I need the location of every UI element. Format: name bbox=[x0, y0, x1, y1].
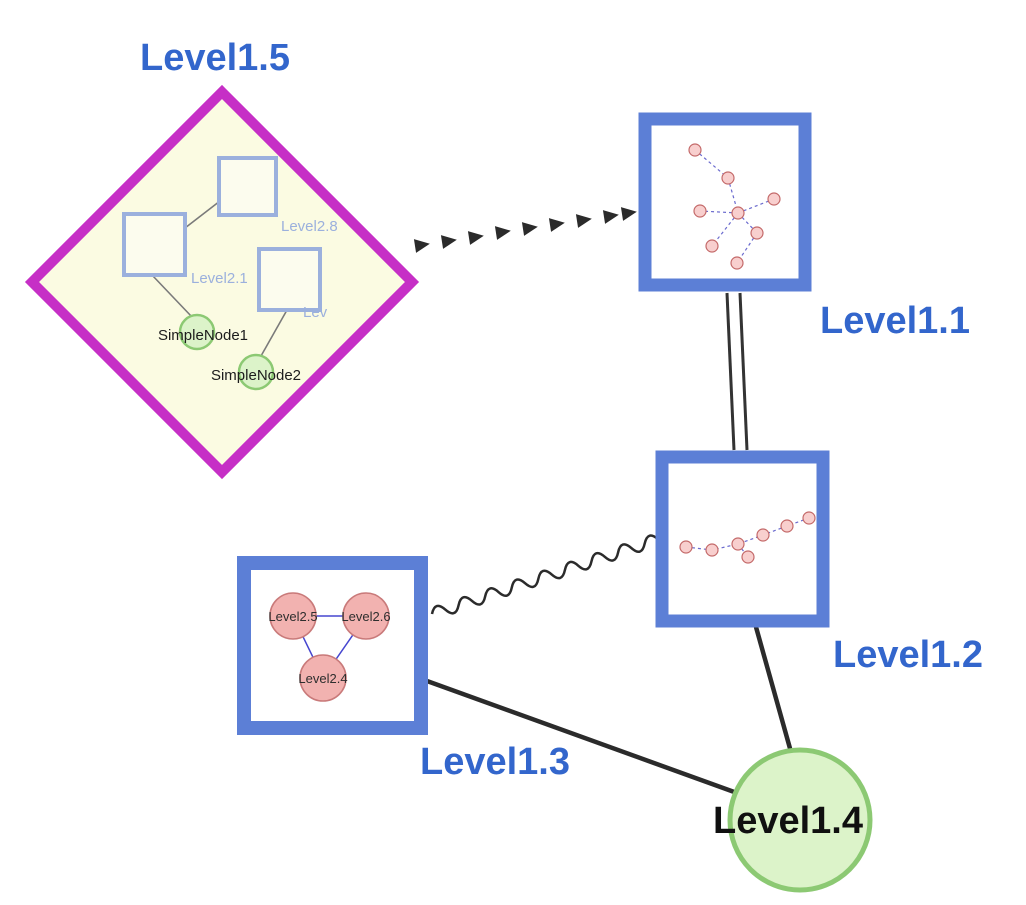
node-level1-1-label: Level1.1 bbox=[820, 300, 970, 342]
node-level2-6[interactable] bbox=[342, 592, 390, 640]
edge-level12-level14[interactable] bbox=[753, 626, 794, 753]
node-lev-label: Lev bbox=[303, 304, 328, 321]
mini-node[interactable] bbox=[741, 550, 755, 564]
level1-3-subgraph: Level2.5 Level2.6 Level2.4 bbox=[268, 592, 391, 702]
level1-2-frame[interactable] bbox=[655, 450, 830, 628]
mini-node[interactable] bbox=[780, 519, 794, 533]
node-level2-4-label: Level2.4 bbox=[298, 671, 347, 686]
node-level1-4[interactable]: Level1.4 bbox=[713, 747, 873, 893]
edge-lev-simplenode2[interactable] bbox=[260, 309, 288, 357]
node-level2-8[interactable] bbox=[217, 156, 278, 217]
node-level1-3[interactable]: Level2.5 Level2.6 Level2.4 bbox=[237, 556, 428, 735]
node-level1-2-label: Level1.2 bbox=[833, 634, 983, 676]
mini-node[interactable] bbox=[767, 192, 781, 206]
node-level1-3-label: Level1.3 bbox=[420, 741, 570, 783]
mini-node[interactable] bbox=[750, 226, 764, 240]
mini-node[interactable] bbox=[705, 543, 719, 557]
level1-3-subgraph-edges bbox=[291, 615, 368, 680]
mini-node[interactable] bbox=[688, 143, 702, 157]
mini-node[interactable] bbox=[802, 511, 816, 525]
level1-2-subgraph bbox=[679, 511, 816, 564]
node-level2-8-label: Level2.8 bbox=[281, 218, 338, 235]
node-level1-5[interactable]: Level2.8 Level2.1 Lev SimpleNode1 Simple… bbox=[24, 84, 420, 480]
node-level2-4[interactable] bbox=[299, 654, 347, 702]
node-simplenode1-label: SimpleNode1 bbox=[158, 327, 248, 344]
node-simplenode1[interactable] bbox=[178, 313, 216, 351]
mini-node[interactable] bbox=[731, 206, 745, 220]
mini-node[interactable] bbox=[721, 171, 735, 185]
edge-level15-level11[interactable] bbox=[413, 204, 638, 253]
node-lev[interactable] bbox=[257, 247, 322, 312]
mini-node[interactable] bbox=[705, 239, 719, 253]
node-simplenode2-label: SimpleNode2 bbox=[211, 367, 301, 384]
edge-level13-level14[interactable] bbox=[426, 678, 738, 796]
mini-node[interactable] bbox=[756, 528, 770, 542]
node-level2-1[interactable] bbox=[122, 212, 187, 277]
node-level2-5-label: Level2.5 bbox=[268, 609, 317, 624]
node-simplenode2[interactable] bbox=[237, 353, 275, 391]
edge-level11-level12[interactable] bbox=[725, 292, 749, 451]
edge-level2-1-simplenode1[interactable] bbox=[151, 274, 193, 318]
level1-3-frame[interactable] bbox=[237, 556, 428, 735]
level1-1-subgraph-edges bbox=[694, 149, 775, 264]
diamond-shape[interactable] bbox=[24, 84, 420, 480]
level1-4-circle[interactable] bbox=[727, 747, 873, 893]
edge-level2-1-level2-8[interactable] bbox=[184, 200, 221, 229]
node-level1-2[interactable] bbox=[655, 450, 830, 628]
node-level1-5-label: Level1.5 bbox=[140, 37, 290, 79]
edge-level13-level12[interactable] bbox=[430, 534, 660, 620]
node-level2-6-label: Level2.6 bbox=[341, 609, 390, 624]
level1-1-subgraph bbox=[688, 143, 781, 270]
mini-node[interactable] bbox=[731, 537, 745, 551]
mini-node[interactable] bbox=[730, 256, 744, 270]
level1-1-frame[interactable] bbox=[638, 112, 812, 292]
mini-node[interactable] bbox=[693, 204, 707, 218]
node-level1-4-label: Level1.4 bbox=[713, 800, 863, 842]
node-level2-5[interactable] bbox=[269, 592, 317, 640]
node-level2-1-label: Level2.1 bbox=[191, 270, 248, 287]
mini-node[interactable] bbox=[679, 540, 693, 554]
node-level1-1[interactable] bbox=[638, 112, 812, 292]
